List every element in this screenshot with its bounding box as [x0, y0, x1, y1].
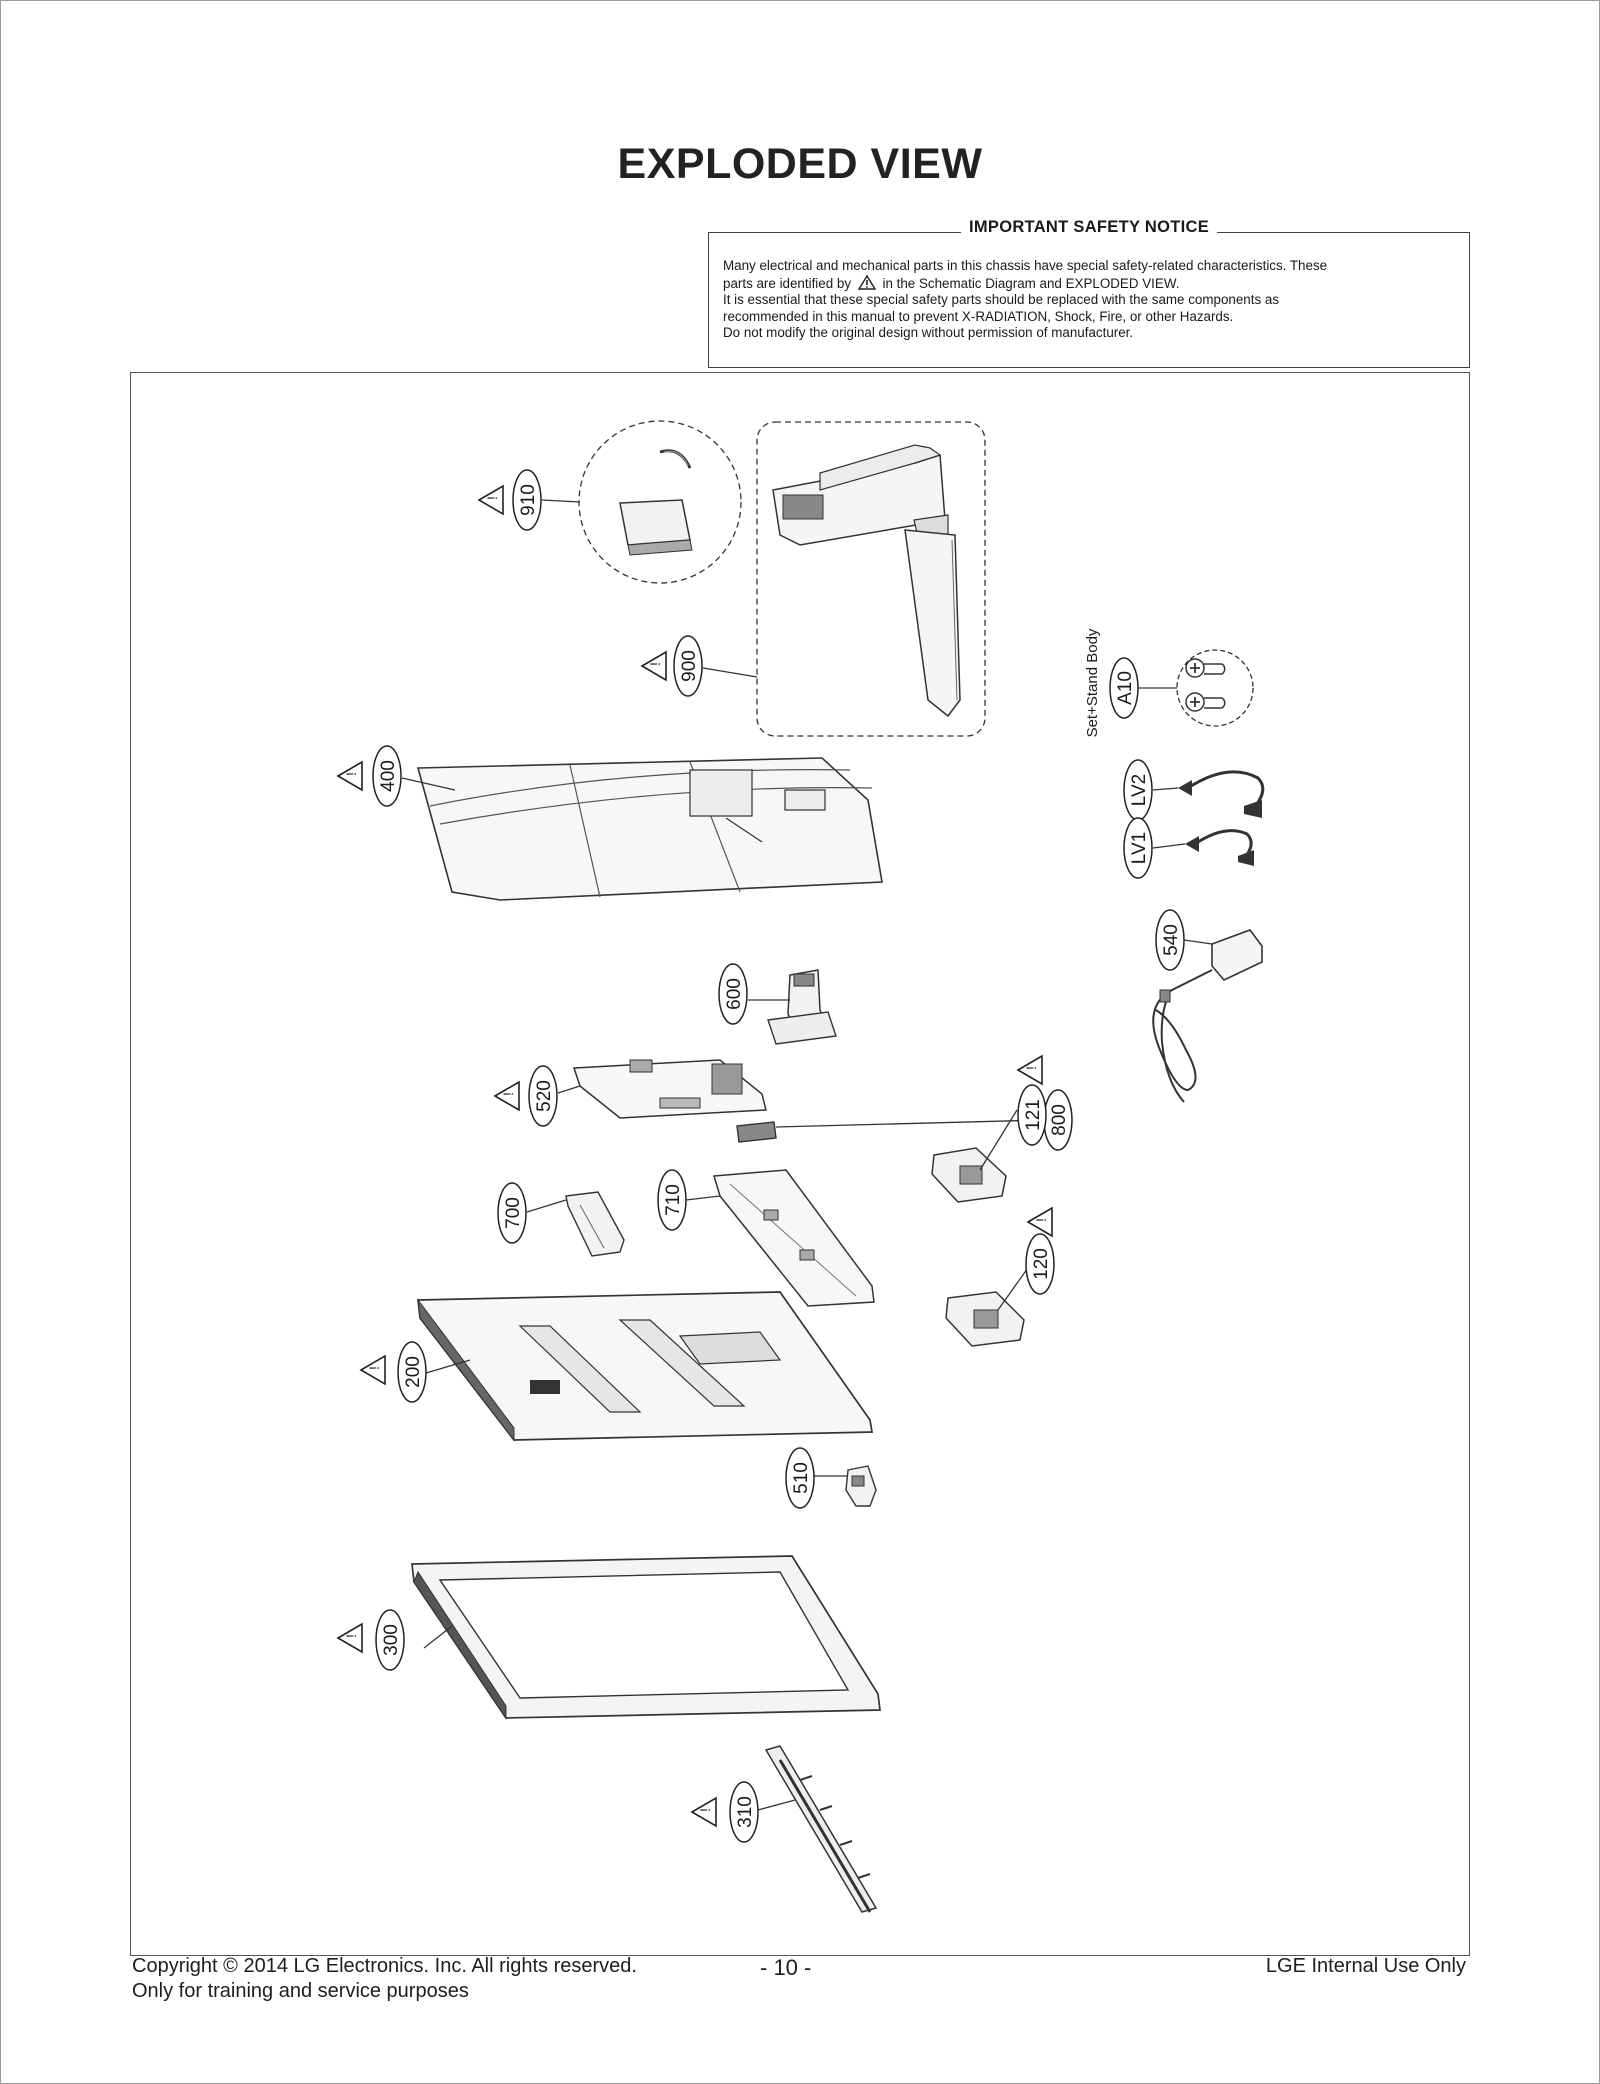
callout-200: 200	[360, 1341, 427, 1403]
safety-notice-body: Many electrical and mechanical parts in …	[723, 258, 1455, 342]
part-910-accessories	[541, 420, 742, 584]
notice-line-4: recommended in this manual to prevent X-…	[723, 308, 1234, 324]
callout-120-label: 120	[1031, 1248, 1052, 1280]
part-700-bracket	[526, 1191, 625, 1257]
part-540-adapter	[1152, 929, 1263, 1103]
part-900-stand	[702, 421, 986, 737]
callout-910-label: 910	[518, 484, 539, 516]
callout-520: 520	[494, 1065, 558, 1127]
part-600-bracket	[748, 969, 837, 1045]
part-200-chassis	[417, 1291, 873, 1442]
callout-lv1-label: LV1	[1129, 832, 1150, 864]
callout-lv2: LV2	[1123, 759, 1153, 821]
footer-page-number: - 10 -	[760, 1955, 812, 1980]
callout-900: 900	[641, 635, 703, 697]
callout-800-label: 800	[1049, 1104, 1070, 1136]
part-520-main-board	[557, 1059, 767, 1119]
part-710-bracket	[685, 1169, 875, 1307]
set-stand-body-label: Set+Stand Body	[1084, 628, 1101, 737]
callout-310-label: 310	[735, 1796, 756, 1828]
diagram-frame	[130, 372, 1470, 1956]
page-title: EXPLODED VIEW	[617, 140, 983, 188]
footer-copyright: Copyright © 2014 LG Electronics. Inc. Al…	[132, 1955, 637, 1977]
callout-510-label: 510	[791, 1462, 812, 1494]
callout-300-label: 300	[381, 1624, 402, 1656]
notice-line-1: Many electrical and mechanical parts in …	[723, 258, 1328, 273]
callout-900-label: 900	[679, 650, 700, 682]
callout-710: 710	[657, 1169, 687, 1231]
callout-400-label: 400	[378, 760, 399, 792]
notice-line-5: Do not modify the original design withou…	[723, 325, 1134, 340]
callout-540-label: 540	[1161, 924, 1182, 956]
callout-121-label: 121	[1023, 1099, 1044, 1131]
part-121-connector	[931, 1109, 1018, 1203]
callout-910: 910	[478, 469, 542, 531]
footer-purpose: Only for training and service purposes	[132, 1980, 469, 2002]
callout-lv2-label: LV2	[1129, 774, 1150, 806]
notice-line-3: It is essential that these special safet…	[723, 292, 1280, 307]
part-a10-screws	[1138, 649, 1254, 727]
callout-520-label: 520	[534, 1080, 555, 1112]
safety-notice-box: IMPORTANT SAFETY NOTICE Many electrical …	[708, 218, 1470, 368]
callout-600: 600	[718, 963, 748, 1025]
callout-120: 120	[1025, 1207, 1055, 1295]
part-120-connector	[945, 1264, 1031, 1347]
part-510-small	[814, 1465, 877, 1507]
part-lv2-cable	[1152, 770, 1265, 818]
part-310-strip	[757, 1745, 878, 1913]
part-lv1-cable	[1152, 829, 1254, 866]
callout-a10: Set+Stand Body A10	[1084, 628, 1139, 737]
notice-line-2: parts are identified by in the Schematic…	[723, 274, 1180, 291]
callout-300: 300	[337, 1609, 405, 1671]
safety-notice-heading: IMPORTANT SAFETY NOTICE	[960, 218, 1218, 236]
part-400-back-cover	[401, 757, 883, 901]
callout-400: 400	[337, 745, 402, 807]
callout-710-label: 710	[663, 1184, 684, 1216]
part-300-bezel	[411, 1555, 881, 1720]
callout-310: 310	[691, 1781, 759, 1843]
callout-540: 540	[1155, 909, 1185, 971]
callout-700-label: 700	[503, 1197, 524, 1229]
callout-200-label: 200	[403, 1356, 424, 1388]
footer-internal: LGE Internal Use Only	[1265, 1955, 1466, 1977]
part-800-small-board	[736, 1119, 1044, 1143]
callout-700: 700	[497, 1182, 527, 1244]
callout-510: 510	[785, 1447, 815, 1509]
callout-121: 121	[1017, 1055, 1047, 1146]
callout-a10-label: A10	[1115, 671, 1136, 705]
callout-600-label: 600	[724, 978, 745, 1010]
callout-lv1: LV1	[1123, 817, 1153, 879]
callout-800: 800	[1043, 1089, 1073, 1151]
warning-triangle-icon	[857, 274, 877, 290]
